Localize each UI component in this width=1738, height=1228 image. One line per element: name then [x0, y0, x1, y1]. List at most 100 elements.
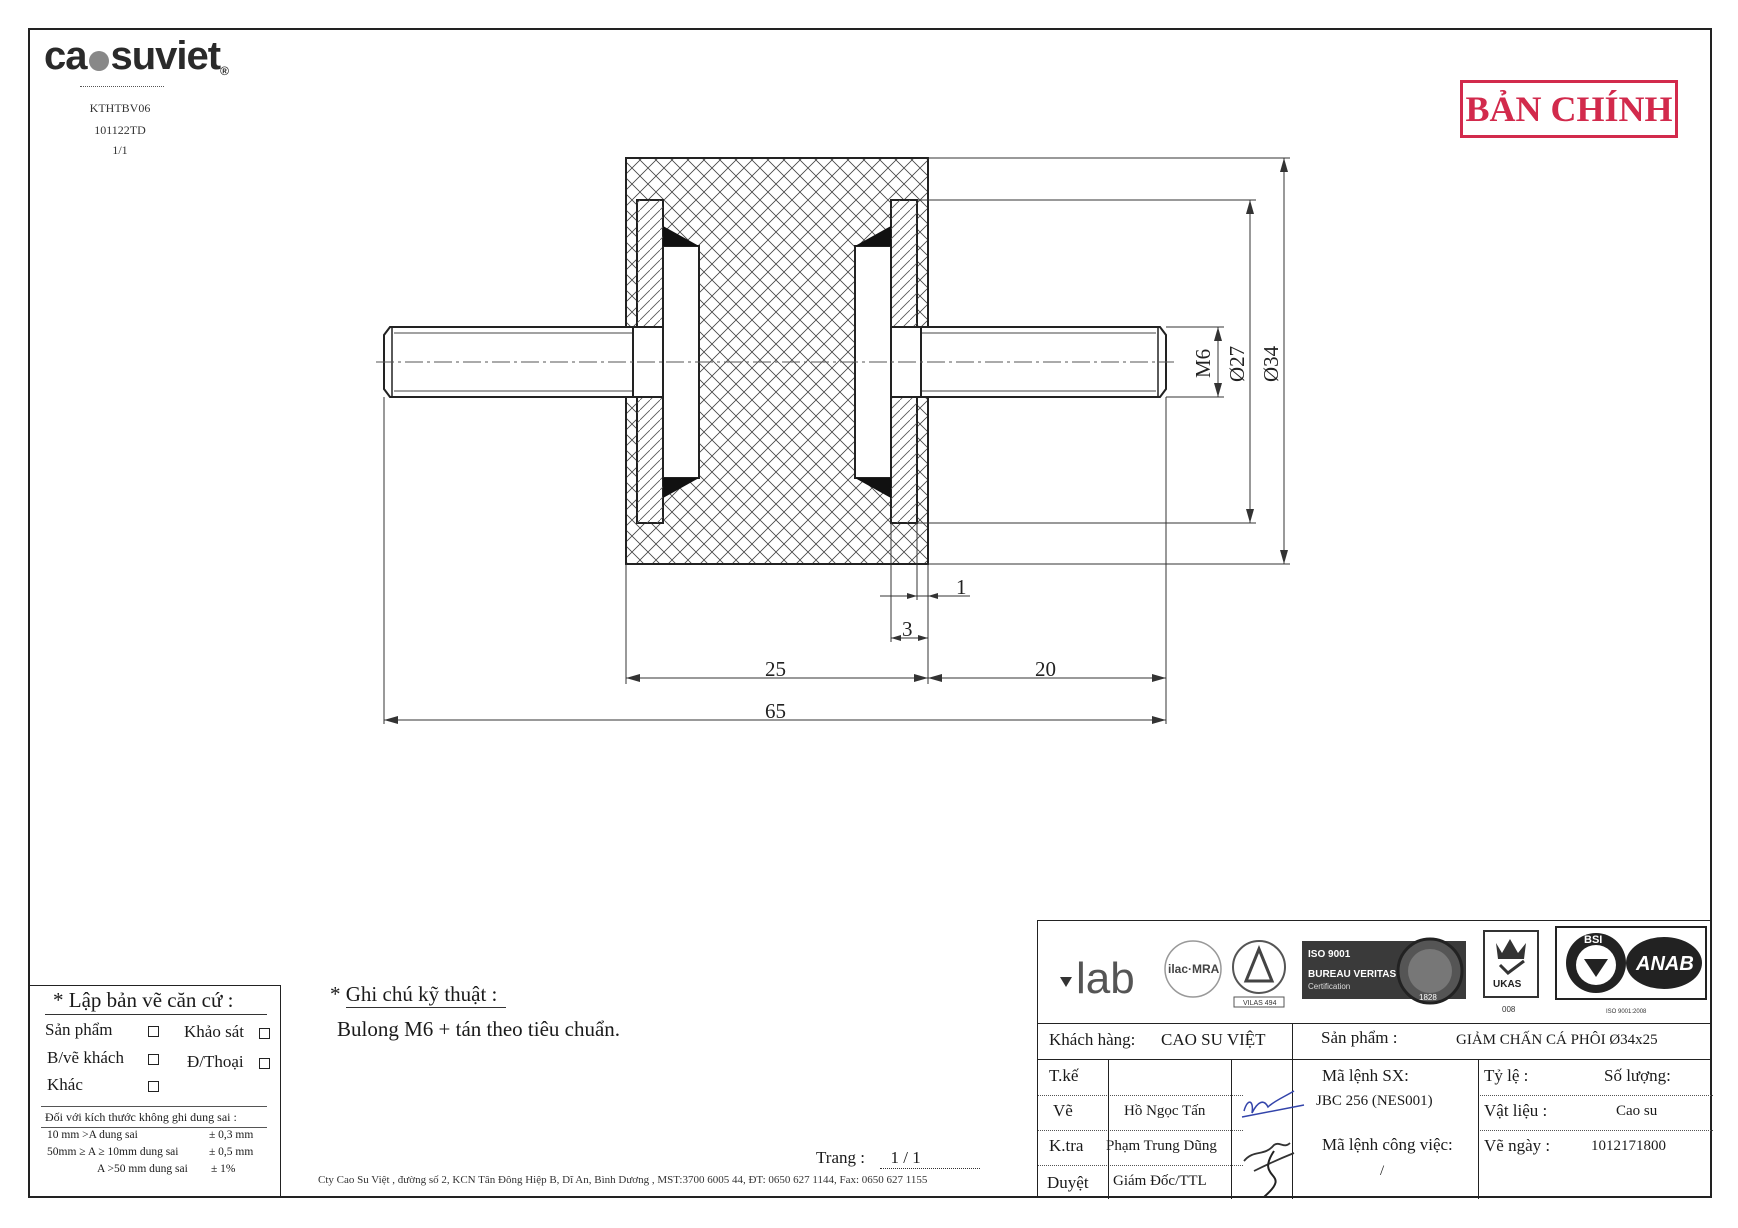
- diameter-arrows: [1214, 158, 1288, 564]
- tb-dotline-5: [1478, 1130, 1713, 1131]
- sheet-number: 1/1: [112, 143, 128, 157]
- drafter-label: Vẽ: [1053, 1101, 1073, 1120]
- checker-name: Phạm Trung Dũng: [1106, 1138, 1217, 1154]
- title-block: lab ilac·MRA VILAS 494 ISO 9001 BUREAU V…: [1037, 920, 1713, 1199]
- tb-vline-3: [1292, 1023, 1293, 1199]
- checkbox-product[interactable]: [148, 1026, 159, 1037]
- tb-dotline-2: [1038, 1130, 1243, 1131]
- length-dimensions: [383, 397, 1167, 724]
- date-value: 1012171800: [1591, 1138, 1666, 1154]
- bv-sub-text: Certification: [1308, 982, 1350, 991]
- page-indicator: Trang : 1 / 1: [816, 1148, 921, 1167]
- quantity-label: Số lượng:: [1604, 1066, 1671, 1085]
- length-arrows: [384, 593, 1166, 724]
- approver-label: Duyệt: [1047, 1173, 1089, 1192]
- tb-vline-1: [1108, 1059, 1109, 1199]
- checkbox-other[interactable]: [148, 1081, 159, 1092]
- notes-body: Bulong M6 + tán theo tiêu chuẩn.: [337, 1017, 621, 1041]
- doc-number: 101122TD: [94, 123, 146, 137]
- tolerance-range-1: 10 mm >A dung sai: [47, 1129, 138, 1141]
- option-phone: Đ/Thoại: [187, 1052, 244, 1071]
- doc-code: KTHTBV06: [89, 101, 151, 115]
- iso-2008-text: ISO 9001:2008: [1606, 1009, 1647, 1015]
- certification-logos: lab ilac·MRA VILAS 494 ISO 9001 BUREAU V…: [1060, 926, 1707, 1015]
- thread-label: M6: [1191, 349, 1215, 378]
- tb-line-1: [1038, 1023, 1712, 1024]
- customer-value: CAO SU VIỆT: [1161, 1030, 1266, 1049]
- plate-gap-label: 1: [956, 575, 967, 599]
- basis-box: * Lập bản vẽ căn cứ : Sản phẩm Khảo sát …: [28, 985, 281, 1198]
- ukas-logo-text: UKAS: [1493, 979, 1522, 990]
- option-customer-drawing: B/vẽ khách: [47, 1048, 124, 1067]
- checkbox-survey[interactable]: [259, 1028, 270, 1039]
- job-label: Mã lệnh công việc:: [1322, 1135, 1453, 1154]
- bsi-logo-text: BSI: [1584, 934, 1602, 946]
- tolerance-value-3: ± 1%: [211, 1163, 236, 1175]
- outer-diameter-label: Ø34: [1259, 345, 1283, 382]
- checkbox-customer-drawing[interactable]: [148, 1054, 159, 1065]
- option-survey: Khảo sát: [184, 1022, 244, 1041]
- tolerance-title: Đối với kích thước không ghi dung sai :: [45, 1110, 237, 1124]
- designer-label: T.kế: [1049, 1066, 1079, 1085]
- plate-thickness-label: 3: [902, 617, 913, 641]
- ukas-crown-icon: [1496, 939, 1526, 959]
- logo-dot-icon: [88, 51, 109, 71]
- product-label: Sản phẩm :: [1321, 1028, 1398, 1047]
- drawing-frame: [28, 28, 1712, 1198]
- ilac-logo-text: ilac·MRA: [1168, 962, 1220, 976]
- tolerance-title-underline: [41, 1127, 267, 1128]
- tolerance-range-2: 50mm ≥ A ≥ 10mm dung sai: [47, 1146, 179, 1158]
- tb-dotline-1: [1038, 1095, 1243, 1096]
- tb-vline-2: [1231, 1059, 1232, 1199]
- original-stamp: BẢN CHÍNH: [1460, 80, 1678, 138]
- scale-label: Tỷ lệ :: [1484, 1066, 1529, 1085]
- anab-logo-text: ANAB: [1635, 953, 1694, 975]
- ukas-number-text: 008: [1502, 1005, 1516, 1014]
- approver-name: Giám Đốc/TTL: [1113, 1173, 1207, 1189]
- logo-underline: [80, 86, 164, 87]
- bv-logo-text: BUREAU VERITAS: [1308, 969, 1396, 980]
- tolerance-value-1: ± 0,3 mm: [209, 1129, 254, 1141]
- inner-diameter-label: Ø27: [1225, 346, 1249, 382]
- stud-length-label: 20: [1035, 657, 1056, 681]
- order-label: Mã lệnh SX:: [1322, 1066, 1409, 1085]
- tb-line-2: [1038, 1059, 1712, 1060]
- tolerance-separator: [41, 1106, 267, 1107]
- option-product: Sản phẩm: [45, 1020, 113, 1039]
- vilas-logo-text: VILAS 494: [1243, 1000, 1277, 1007]
- signature-marks: [1241, 1090, 1305, 1198]
- bv-year-text: 1828: [1419, 993, 1437, 1002]
- job-value: /: [1380, 1163, 1385, 1179]
- material-value: Cao su: [1616, 1103, 1658, 1119]
- company-address-footer: Cty Cao Su Việt , đường số 2, KCN Tân Đô…: [318, 1174, 928, 1186]
- total-length-label: 65: [765, 699, 786, 723]
- option-other: Khác: [47, 1075, 83, 1094]
- diameter-dimensions: [917, 157, 1290, 565]
- basis-title: * Lập bản vẽ căn cứ :: [53, 988, 234, 1012]
- tb-vline-4: [1478, 1059, 1479, 1199]
- checkbox-phone[interactable]: [259, 1058, 270, 1069]
- tolerance-range-3: A >50 mm dung sai: [97, 1163, 188, 1175]
- tb-dotline-3: [1038, 1165, 1243, 1166]
- material-label: Vật liệu :: [1484, 1101, 1548, 1120]
- customer-label: Khách hàng:: [1049, 1030, 1136, 1049]
- lab-triangle-icon: [1060, 977, 1072, 987]
- drafter-name: Hồ Ngọc Tấn: [1124, 1103, 1206, 1119]
- tb-dotline-4: [1478, 1095, 1713, 1096]
- notes-title: * Ghi chú kỹ thuật :: [330, 982, 498, 1006]
- checker-label: K.tra: [1049, 1136, 1084, 1155]
- date-label: Vẽ ngày :: [1484, 1136, 1551, 1155]
- body-length-label: 25: [765, 657, 786, 681]
- order-value: JBC 256 (NES001): [1316, 1093, 1433, 1109]
- product-value: GIẢM CHẤN CÁ PHÔI Ø34x25: [1456, 1032, 1658, 1048]
- tolerance-value-2: ± 0,5 mm: [209, 1146, 254, 1158]
- ilac-globe-icon: [1164, 940, 1222, 998]
- notes-title-underline: [346, 1007, 506, 1008]
- page-underline: [880, 1168, 980, 1169]
- lab-logo-text: lab: [1076, 954, 1135, 1003]
- anab-badge: [1626, 937, 1702, 989]
- basis-title-underline: [45, 1014, 267, 1015]
- iso-logo-text: ISO 9001: [1308, 949, 1351, 960]
